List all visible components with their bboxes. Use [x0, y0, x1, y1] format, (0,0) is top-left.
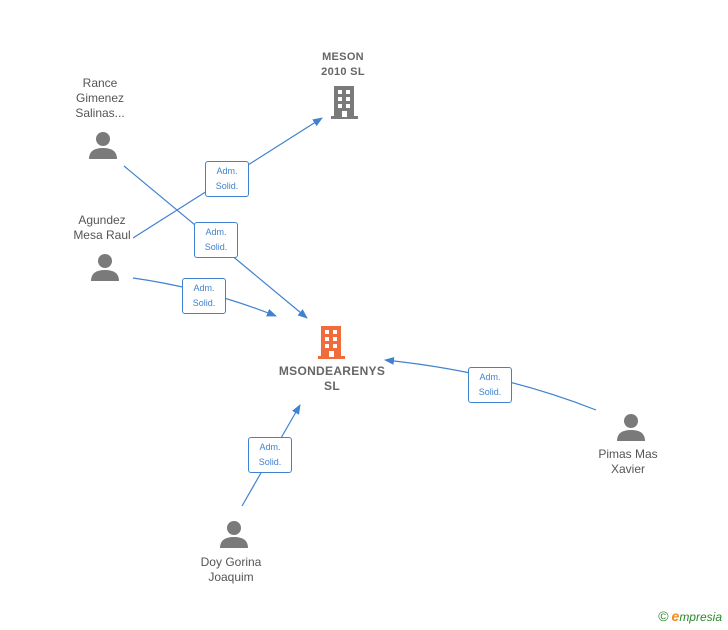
building-icon[interactable] — [330, 84, 360, 120]
person-rance-label[interactable]: Rance Gimenez Salinas... — [55, 76, 145, 121]
edge-label-agundez-msondearenys: Adm. Solid. — [182, 278, 226, 314]
person-icon[interactable] — [616, 412, 646, 442]
edge-label-rance-msondearenys: Adm. Solid. — [194, 222, 238, 258]
person-icon[interactable] — [90, 252, 120, 282]
edge-label-line2: Solid. — [192, 298, 216, 308]
company-msondearenys-line2: SL — [324, 379, 340, 393]
person-rance-line3: Salinas... — [75, 106, 125, 120]
edge-label-line2: Solid. — [258, 457, 282, 467]
edge-label-line1: Adm. — [479, 372, 501, 382]
company-msondearenys-label[interactable]: MSONDEARENYS SL — [262, 364, 402, 394]
copyright-symbol: © — [658, 608, 669, 624]
edge-label-pimas-msondearenys: Adm. Solid. — [468, 367, 512, 403]
building-icon[interactable] — [317, 324, 347, 360]
person-rance-line1: Rance — [82, 76, 118, 90]
edge-label-doy-msondearenys: Adm. Solid. — [248, 437, 292, 473]
person-doy-line1: Doy Gorina — [200, 555, 262, 569]
brand-logo: ©empresia — [658, 608, 722, 624]
edge-label-line2: Solid. — [215, 181, 239, 191]
person-agundez-line1: Agundez — [78, 213, 126, 227]
edge-label-line2: Solid. — [204, 242, 228, 252]
company-meson-label[interactable]: MESON 2010 SL — [303, 50, 383, 80]
person-pimas-label[interactable]: Pimas Mas Xavier — [583, 447, 673, 477]
person-pimas-line1: Pimas Mas — [598, 447, 658, 461]
brand-name: mpresia — [679, 610, 722, 624]
person-doy-label[interactable]: Doy Gorina Joaquim — [186, 555, 276, 585]
edge-label-agundez-meson: Adm. Solid. — [205, 161, 249, 197]
company-meson-line1: MESON — [322, 51, 364, 63]
edge-label-line1: Adm. — [205, 227, 227, 237]
person-doy-line2: Joaquim — [208, 570, 254, 584]
person-pimas-line2: Xavier — [610, 462, 645, 476]
person-agundez-label[interactable]: Agundez Mesa Raul — [57, 213, 147, 243]
person-icon[interactable] — [88, 130, 118, 160]
person-rance-line2: Gimenez — [75, 91, 125, 105]
person-icon[interactable] — [219, 519, 249, 549]
edge-label-line2: Solid. — [478, 387, 502, 397]
edge-label-line1: Adm. — [259, 442, 281, 452]
brand-initial: e — [671, 608, 680, 624]
edge-label-line1: Adm. — [193, 283, 215, 293]
edge-label-line1: Adm. — [216, 166, 238, 176]
company-meson-line2: 2010 SL — [321, 66, 365, 78]
company-msondearenys-line1: MSONDEARENYS — [278, 364, 386, 378]
person-agundez-line2: Mesa Raul — [73, 228, 131, 242]
